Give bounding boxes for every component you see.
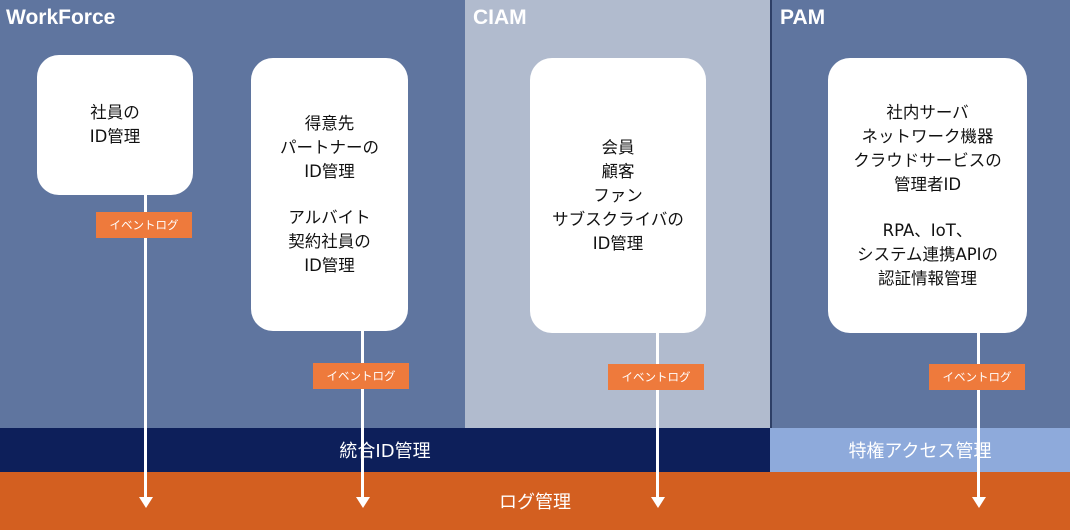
card-line: 社内サーバ [886, 102, 969, 122]
employee-id-card: 社員の ID管理 [37, 55, 193, 195]
pam-title: PAM [780, 6, 826, 29]
event-log-tag: イベントログ [929, 364, 1025, 390]
card-line: ID管理 [304, 161, 355, 181]
card-line: ファン [593, 185, 643, 205]
card-line: 認証情報管理 [878, 268, 977, 288]
integrated-id-management-label: 統合ID管理 [339, 441, 431, 462]
card-line: システム連携APIの [856, 244, 999, 264]
card-line: ID管理 [592, 233, 644, 253]
event-log-tag: イベントログ [608, 364, 704, 390]
card-line: 社員の [90, 103, 140, 122]
customer-id-card: 会員 顧客 ファン サブスクライバの ID管理 [530, 58, 706, 333]
card-line: RPA、IoT、 [882, 220, 973, 240]
card-line: クラウドサービスの [853, 150, 1002, 170]
card-line: ID管理 [89, 127, 141, 146]
log-management-bar: ログ管理 [0, 472, 1070, 530]
card-line: 会員 [601, 137, 635, 157]
event-log-tag: イベントログ [96, 212, 192, 238]
partner-id-card: 得意先 パートナーの ID管理 アルバイト 契約社員の ID管理 [251, 58, 408, 331]
card-line: サブスクライバの [552, 209, 684, 229]
privileged-access-management-bar: 特権アクセス管理 [770, 428, 1070, 472]
admin-id-card: 社内サーバ ネットワーク機器 クラウドサービスの 管理者ID RPA、IoT、 … [828, 58, 1027, 333]
arrow-down-icon [138, 497, 153, 508]
partner-log-line [361, 330, 364, 500]
privileged-access-management-label: 特権アクセス管理 [848, 441, 992, 462]
log-management-label: ログ管理 [499, 492, 571, 513]
card-line: ID管理 [304, 255, 355, 275]
card-line: 顧客 [601, 161, 635, 181]
admin-log-line [977, 332, 980, 500]
card-line: 管理者ID [893, 174, 962, 194]
arrow-down-icon [650, 497, 665, 508]
card-line: ネットワーク機器 [861, 126, 994, 146]
integrated-id-management-bar: 統合ID管理 [0, 428, 770, 472]
workforce-title: WorkForce [6, 6, 116, 29]
arrow-down-icon [971, 497, 986, 508]
event-log-tag: イベントログ [313, 363, 409, 389]
card-line: 契約社員の [288, 231, 371, 251]
card-line: パートナーの [280, 137, 379, 157]
arrow-down-icon [355, 497, 370, 508]
employee-log-line [144, 195, 147, 500]
customer-log-line [656, 332, 659, 500]
card-line: アルバイト [288, 207, 371, 227]
ciam-title: CIAM [473, 6, 527, 29]
card-line: 得意先 [304, 113, 355, 133]
